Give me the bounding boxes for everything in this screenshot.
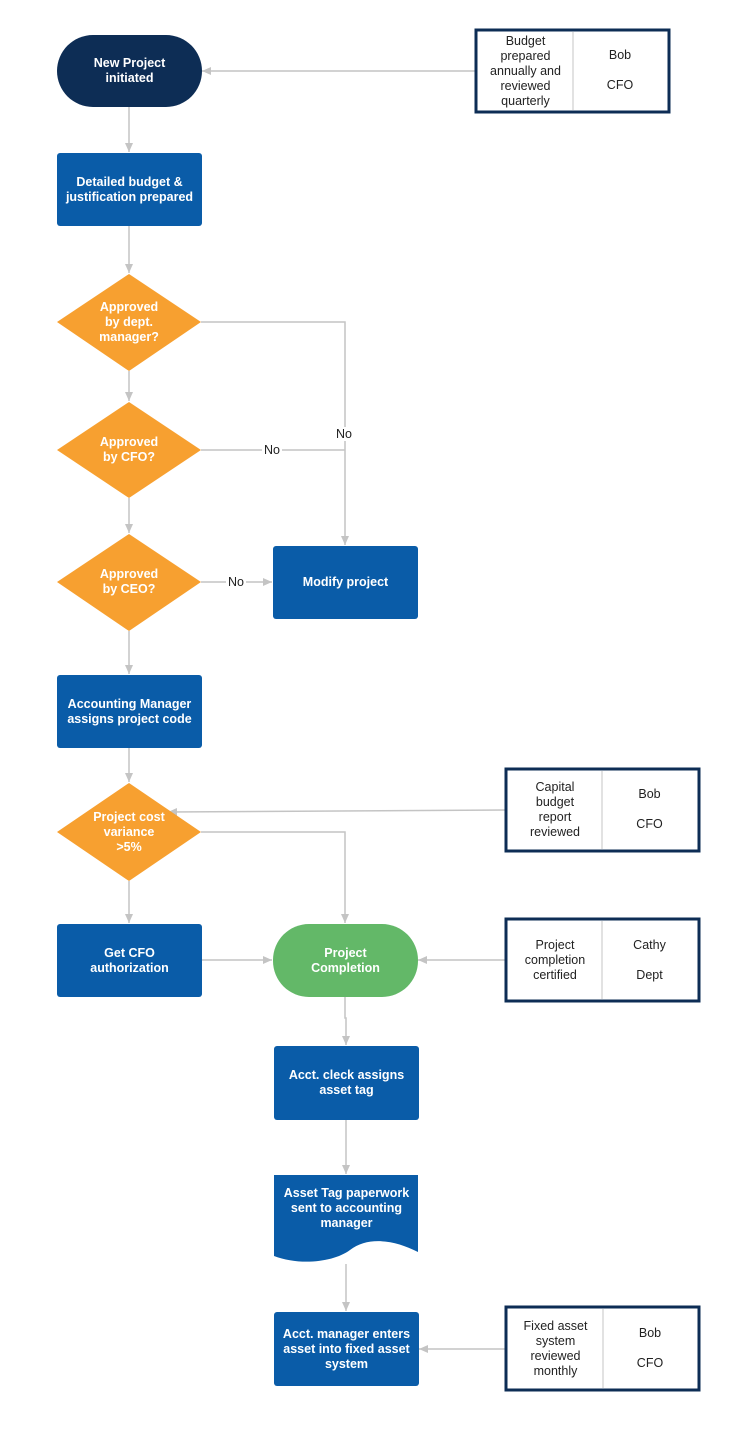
note-capital-report-control: Capital budget report reviewed [529, 780, 581, 839]
cfo-approval-label: Approved by CFO? [99, 435, 159, 464]
ceo-no-label: No [226, 575, 246, 589]
note-budget-review-owner: Bob [608, 47, 632, 62]
budget-label: Detailed budget & justification prepared [65, 174, 194, 204]
paperwork-label: Asset Tag paperwork sent to accounting m… [283, 1186, 410, 1230]
asset-tag-process-box [274, 1046, 419, 1120]
note-fixed-asset-owner: Bob [638, 1325, 662, 1340]
note-capital-report-owner: Bob [638, 786, 661, 801]
edge-dept-no-to-modify [201, 321, 349, 545]
modify-label: Modify project [302, 575, 389, 589]
paperwork-document-shape [274, 1175, 418, 1262]
note-completion-cert-control: Project completion certified [524, 937, 586, 982]
dept-decision-diamond [57, 274, 201, 371]
edge-note2-to-variance [167, 807, 507, 816]
edge-variance-to-completion [201, 831, 349, 923]
edge-completion-to-assettag [342, 997, 350, 1045]
budget-process-box [57, 153, 202, 226]
variance-label: Project cost variance >5% [93, 809, 165, 854]
note-completion-cert-owner: Cathy [633, 937, 666, 952]
enter-asset-label: Acct. manager enters asset into fixed as… [282, 1326, 411, 1371]
completion-terminator [273, 924, 418, 997]
asset-tag-label: Acct. cleck assigns asset tag [288, 1068, 405, 1097]
assign-code-process-box [57, 675, 202, 748]
note-budget-review-control: Budget prepared annually and reviewed qu… [490, 33, 561, 108]
cfo-auth-label: Get CFO authorization [90, 945, 169, 975]
start-label: New Project initiated [93, 56, 166, 85]
note-capital-report-role: CFO [636, 816, 663, 831]
variance-decision-diamond [57, 783, 201, 881]
modify-process-box [273, 546, 418, 619]
note-fixed-asset-control: Fixed asset system reviewed monthly [523, 1318, 588, 1378]
ceo-approval-label: Approved by CEO? [99, 567, 159, 596]
assign-code-label: Accounting Manager assigns project code [67, 696, 192, 726]
cfo-no-label: No [262, 443, 282, 457]
note-budget-review-role: CFO [606, 77, 634, 92]
note-fixed-asset-role: CFO [636, 1355, 664, 1370]
dept-approval-label: Approved by dept. manager? [99, 299, 159, 344]
ceo-decision-diamond [57, 534, 201, 631]
note-completion-cert-role: Dept [636, 967, 663, 982]
completion-label: Project Completion [311, 945, 380, 975]
dept-no-label: No [334, 427, 354, 441]
cfo-decision-diamond [57, 402, 201, 498]
cfo-auth-process-box [57, 924, 202, 997]
enter-asset-process-box [274, 1312, 419, 1386]
start-terminator [57, 35, 202, 107]
